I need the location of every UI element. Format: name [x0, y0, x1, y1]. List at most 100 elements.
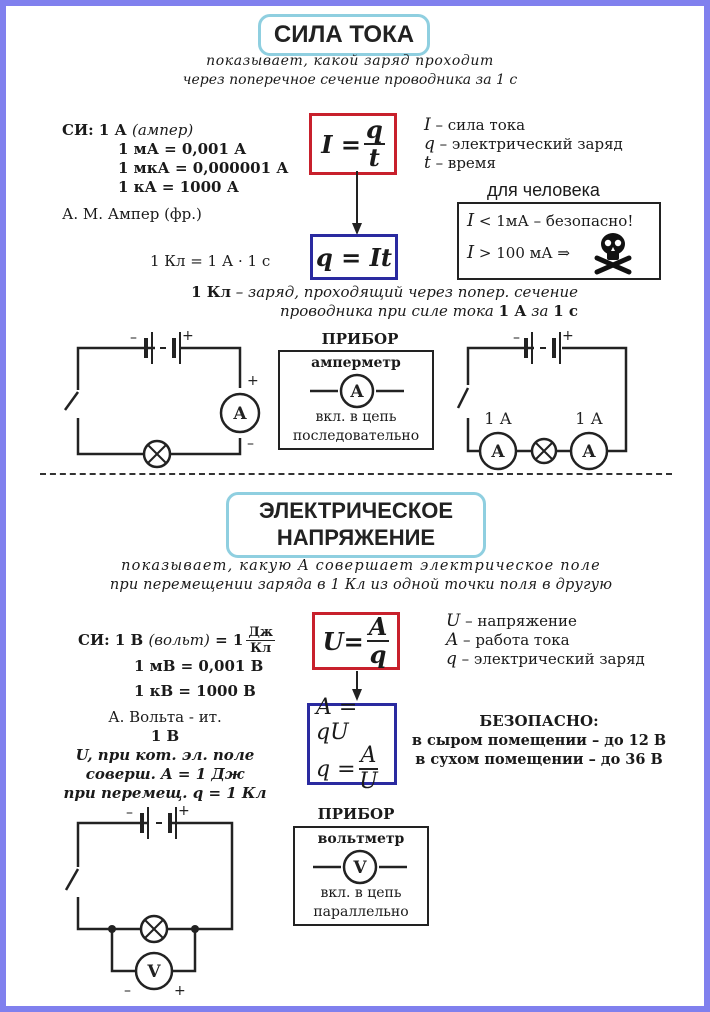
ammeter-device-box: амперметр A вкл. в цепь последовательно: [278, 350, 434, 450]
svg-text:A: A: [232, 404, 247, 424]
legend-item: q – электрический заряд: [446, 649, 645, 669]
ammeter-reading-right: 1 А: [575, 409, 602, 428]
voltmeter-device-box: вольтметр V вкл. в цепь параллельно: [293, 826, 429, 926]
voltage-legend: U – напряжение A – работа тока q – элект…: [446, 612, 645, 669]
ammeter-symbol-icon: A: [310, 373, 404, 409]
one-volt-label: 1 В: [150, 727, 180, 745]
lamp-icon: [142, 439, 172, 469]
battery-minus-sign: –: [126, 805, 133, 821]
ammeter-icon-left: A: [478, 431, 518, 471]
circuit-voltmeter-parallel: – + V – +: [64, 803, 234, 999]
device-connection-line: вкл. в цепь: [320, 885, 402, 901]
svg-text:A: A: [490, 442, 505, 462]
safety-line-danger: I > 100 мА ⇒: [467, 242, 570, 263]
voltage-safety-line: в сухом помещении – до 36 В: [415, 751, 663, 768]
voltmeter-icon: V: [134, 951, 174, 991]
safety-box: I < 1мА – безопасно! I > 100 мА ⇒: [457, 202, 661, 280]
section-divider: [40, 473, 672, 475]
battery-plus-sign: +: [562, 328, 574, 344]
current-definition-line: показывает, какой заряд проходит: [206, 53, 494, 69]
svg-text:V: V: [352, 858, 367, 878]
fraction-numerator: q: [363, 115, 385, 145]
svg-text:V: V: [146, 962, 161, 982]
formula-lhs: I =: [321, 129, 361, 159]
voltage-title-line: ЭЛЕКТРИЧЕСКОЕ: [258, 498, 454, 523]
coulomb-definition: 1 Кл – заряд, проходящий через попер. се…: [191, 283, 578, 320]
voltage-safety: БЕЗОПАСНО: в сыром помещении – до 12 В в…: [406, 712, 672, 769]
battery-icon: [144, 332, 181, 364]
circuit-ammeter-series: – + A + –: [63, 328, 261, 469]
unit-conversion: 1 мкА = 0,000001 А: [118, 159, 289, 177]
voltmeter-symbol-icon: V: [313, 849, 407, 885]
ammeter-device-heading: ПРИБОР: [321, 330, 399, 348]
circuit-two-ammeters: – + A A 1 А 1 А: [456, 328, 628, 471]
ammeter-icon: A: [219, 392, 261, 434]
battery-plus-sign: +: [182, 328, 194, 344]
si-eq: = 1: [215, 631, 244, 649]
voltage-safety-heading: БЕЗОПАСНО:: [479, 712, 599, 730]
voltage-definition: показывает, какую A совершает электричес…: [96, 557, 626, 595]
battery-icon: [524, 332, 561, 364]
voltage-definition-line: при перемещении заряда в 1 Кл из одной т…: [109, 577, 613, 593]
lamp-icon: [530, 437, 558, 465]
battery-minus-sign: –: [130, 330, 137, 346]
current-arrow-icon: [352, 171, 362, 235]
skull-crossbones-icon: [594, 233, 632, 275]
battery-plus-sign: +: [178, 803, 190, 819]
legend-item: t – время: [424, 153, 496, 173]
voltage-definition-line: показывает, какую A совершает электричес…: [121, 558, 601, 574]
unit-conversion: 1 мА = 0,001 А: [118, 140, 247, 158]
device-connection-line: последовательно: [292, 428, 420, 444]
unit-conversion: 1 кА = 1000 А: [118, 178, 239, 196]
switch-icon: [64, 868, 80, 891]
formula-lhs: U=: [322, 626, 364, 656]
legend-item: U – напряжение: [446, 611, 577, 631]
voltage-safety-line: в сыром помещении – до 12 В: [411, 732, 667, 749]
ammeter-reading-left: 1 А: [484, 409, 511, 428]
derived-formula: q = It: [316, 242, 392, 272]
volt-def-line: U, при кот. эл. поле: [75, 746, 255, 764]
legend-item: q – электрический заряд: [424, 134, 623, 154]
switch-icon: [63, 391, 80, 411]
si-unit-name: (вольт): [148, 631, 210, 649]
unit-conversion: 1 мВ = 0,001 В: [134, 657, 264, 675]
voltage-title-line: НАПРЯЖЕНИЕ: [276, 525, 436, 550]
fraction-denominator: t: [368, 143, 380, 172]
voltmeter-plus-sign: +: [174, 983, 186, 999]
lamp-icon: [139, 914, 169, 944]
safety-heading: для человека: [487, 180, 600, 200]
voltage-arrow-icon: [352, 671, 362, 701]
current-legend: I – сила тока q – электрический заряд t …: [424, 116, 623, 173]
current-definition-line: через поперечное сечение проводника за 1…: [182, 72, 518, 88]
ammeter-plus-sign: +: [247, 373, 259, 389]
device-connection-line: вкл. в цепь: [315, 409, 397, 425]
device-name: амперметр: [311, 355, 401, 371]
battery-minus-sign: –: [513, 330, 520, 346]
legend-item: A – работа тока: [446, 630, 570, 650]
device-name: вольтметр: [317, 831, 405, 847]
device-connection-line: параллельно: [313, 904, 409, 920]
legend-item: I – сила тока: [424, 115, 526, 135]
current-title: СИЛА ТОКА: [258, 14, 430, 56]
volt-def-line: при перемещ. q = 1 Кл: [63, 784, 267, 802]
volt-def-line: соверш. A = 1 Дж: [85, 765, 245, 783]
svg-text:A: A: [349, 382, 364, 402]
current-definition: показывает, какой заряд проходит через п…: [140, 52, 560, 90]
si-unit-name: (ампер): [131, 121, 194, 139]
battery-icon: [140, 807, 177, 839]
voltmeter-minus-sign: –: [124, 983, 131, 999]
svg-text:A: A: [581, 442, 596, 462]
coulomb-equation: 1 Кл = 1 А · 1 с: [150, 252, 271, 270]
scientist-name: А. М. Ампер (фр.): [62, 205, 202, 223]
safety-line-safe: I < 1мА – безопасно!: [467, 210, 634, 231]
switch-icon: [456, 387, 470, 409]
unit-conversion: 1 кВ = 1000 В: [134, 682, 256, 700]
